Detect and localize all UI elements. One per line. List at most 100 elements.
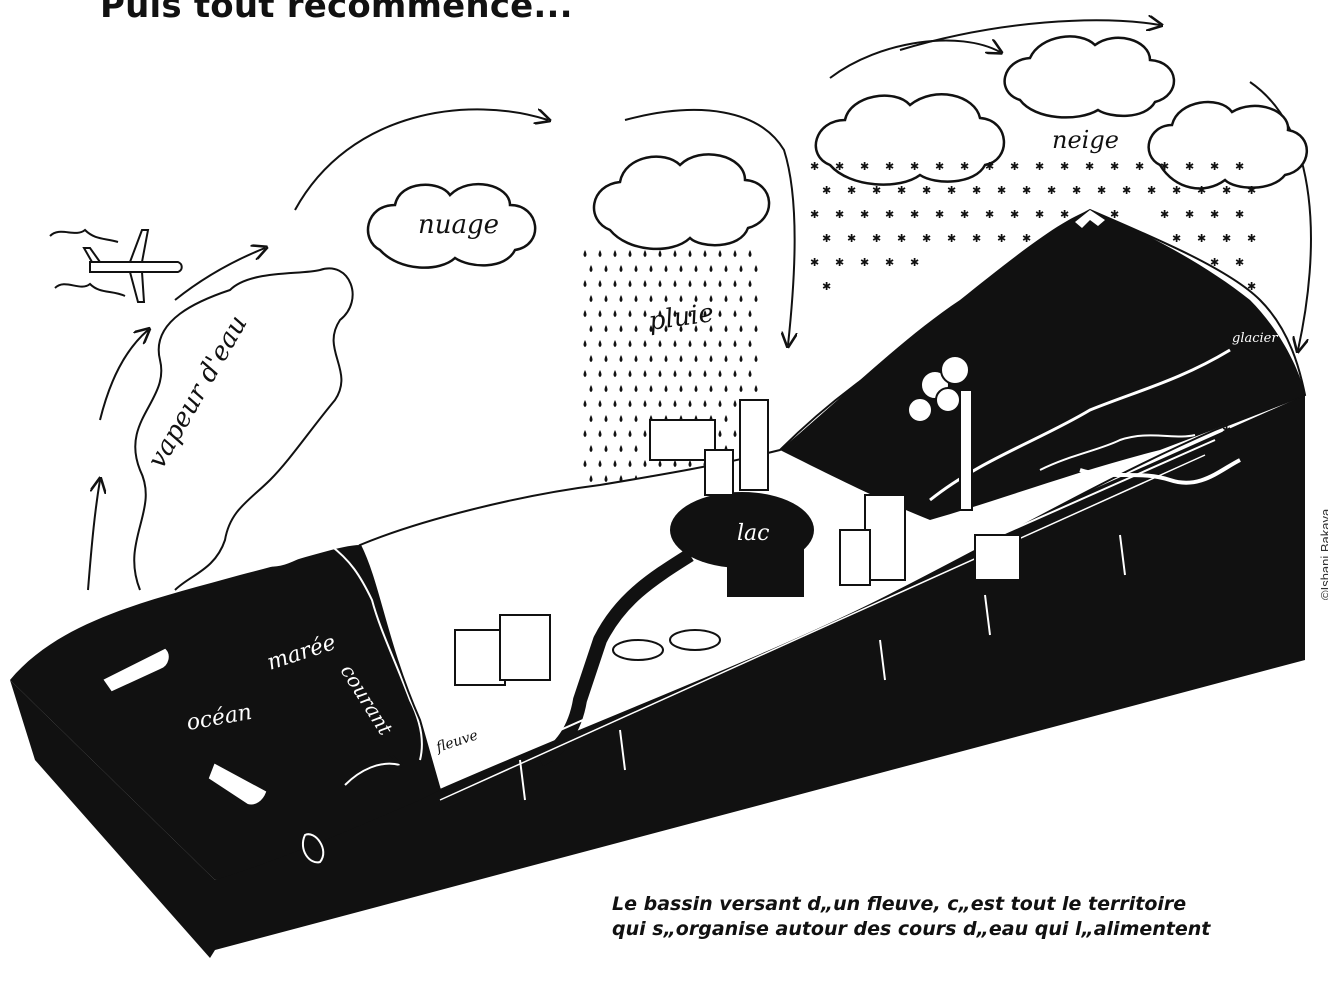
rain-drop (605, 355, 608, 362)
glacier-label: glacier (1232, 331, 1278, 346)
rain-drop (635, 445, 638, 452)
snow-flake: ✱ (835, 160, 844, 173)
snow-flake: ✱ (1060, 208, 1069, 221)
rain-drop (659, 460, 662, 467)
rain-drop (614, 340, 617, 347)
rain-drop (629, 460, 632, 467)
snow-flake: ✱ (1235, 256, 1244, 269)
rain-drop (644, 460, 647, 467)
rain-drop (644, 370, 647, 377)
rain-drop (719, 310, 722, 317)
snow-flake: ✱ (847, 232, 856, 245)
rain-drop (620, 295, 623, 302)
rain-drop (629, 430, 632, 437)
rain-drop (599, 310, 602, 317)
snow-flake: ✱ (1110, 160, 1119, 173)
rain-drop (704, 250, 707, 257)
rain-drop (674, 400, 677, 407)
snow-flake: ✱ (947, 184, 956, 197)
rain-drop (605, 265, 608, 272)
rain-drop (680, 265, 683, 272)
rain-drop (695, 385, 698, 392)
rain-drop (614, 370, 617, 377)
snow-flake: ✱ (947, 232, 956, 245)
rain-drop (674, 340, 677, 347)
snow-flake: ✱ (910, 208, 919, 221)
rain-drop (704, 280, 707, 287)
snow-flake: ✱ (985, 160, 994, 173)
rain-drop (605, 325, 608, 332)
rain-drop (590, 445, 593, 452)
rain-drop (629, 280, 632, 287)
rain-drop (734, 310, 737, 317)
rain-drop (605, 385, 608, 392)
credit: ©Ishani Bakaya (1318, 509, 1328, 600)
rain-drop (710, 355, 713, 362)
rain-drop (629, 250, 632, 257)
rain-drop (725, 265, 728, 272)
cloud-label: nuage (418, 210, 499, 240)
rain-drop (620, 355, 623, 362)
snow-flake: ✱ (922, 184, 931, 197)
rain-drop (620, 325, 623, 332)
rain-drop (725, 325, 728, 332)
rain-drop (644, 400, 647, 407)
rain-drop (740, 265, 743, 272)
snow-flake: ✱ (1035, 160, 1044, 173)
rain-drop (725, 385, 728, 392)
rain-drop (605, 475, 608, 482)
rain-drop (755, 265, 758, 272)
snow-flake: ✱ (1060, 160, 1069, 173)
rain-drop (680, 355, 683, 362)
rain-drop (704, 340, 707, 347)
rain-drop (584, 310, 587, 317)
snow-flake: ✱ (1160, 208, 1169, 221)
rain-drop (599, 430, 602, 437)
rain-drop (665, 265, 668, 272)
rain-drop (659, 400, 662, 407)
snow-flake: ✱ (1072, 184, 1081, 197)
rain-drop (599, 250, 602, 257)
snow-flake: ✱ (860, 208, 869, 221)
rain-drop (719, 370, 722, 377)
snow-flake: ✱ (872, 184, 881, 197)
rain-drop (635, 385, 638, 392)
snow-flake: ✱ (910, 256, 919, 269)
rain-drop (734, 370, 737, 377)
rain-drop (710, 385, 713, 392)
snow-label: neige (1052, 126, 1119, 154)
rain-drop (725, 355, 728, 362)
snow-flake: ✱ (1185, 160, 1194, 173)
snow-flake: ✱ (872, 232, 881, 245)
rain-drop (674, 250, 677, 257)
rain-drop (665, 385, 668, 392)
rain-drop (734, 400, 737, 407)
snow-flake: ✱ (1047, 184, 1056, 197)
snow-flake: ✱ (810, 160, 819, 173)
rain-drop (644, 310, 647, 317)
snow-flake: ✱ (1085, 160, 1094, 173)
rain-drop (734, 250, 737, 257)
snow-flake: ✱ (935, 208, 944, 221)
snow-flake: ✱ (1197, 232, 1206, 245)
rain-drop (635, 265, 638, 272)
rain-drop (599, 340, 602, 347)
rain-drop (740, 325, 743, 332)
rain-drop (689, 400, 692, 407)
snow-flake: ✱ (1210, 160, 1219, 173)
rain-drop (590, 265, 593, 272)
rain-drop (584, 460, 587, 467)
rain-drop (629, 340, 632, 347)
rain-drop (689, 370, 692, 377)
snow-flake: ✱ (997, 232, 1006, 245)
rain-drop (614, 400, 617, 407)
rain-drop (584, 250, 587, 257)
snow-flake: ✱ (885, 256, 894, 269)
snow-flake: ✱ (1010, 208, 1019, 221)
rain-drop (659, 370, 662, 377)
snow-flake: ✱ (847, 184, 856, 197)
rain-drop (689, 340, 692, 347)
rain-drop (725, 295, 728, 302)
rain-drop (644, 430, 647, 437)
